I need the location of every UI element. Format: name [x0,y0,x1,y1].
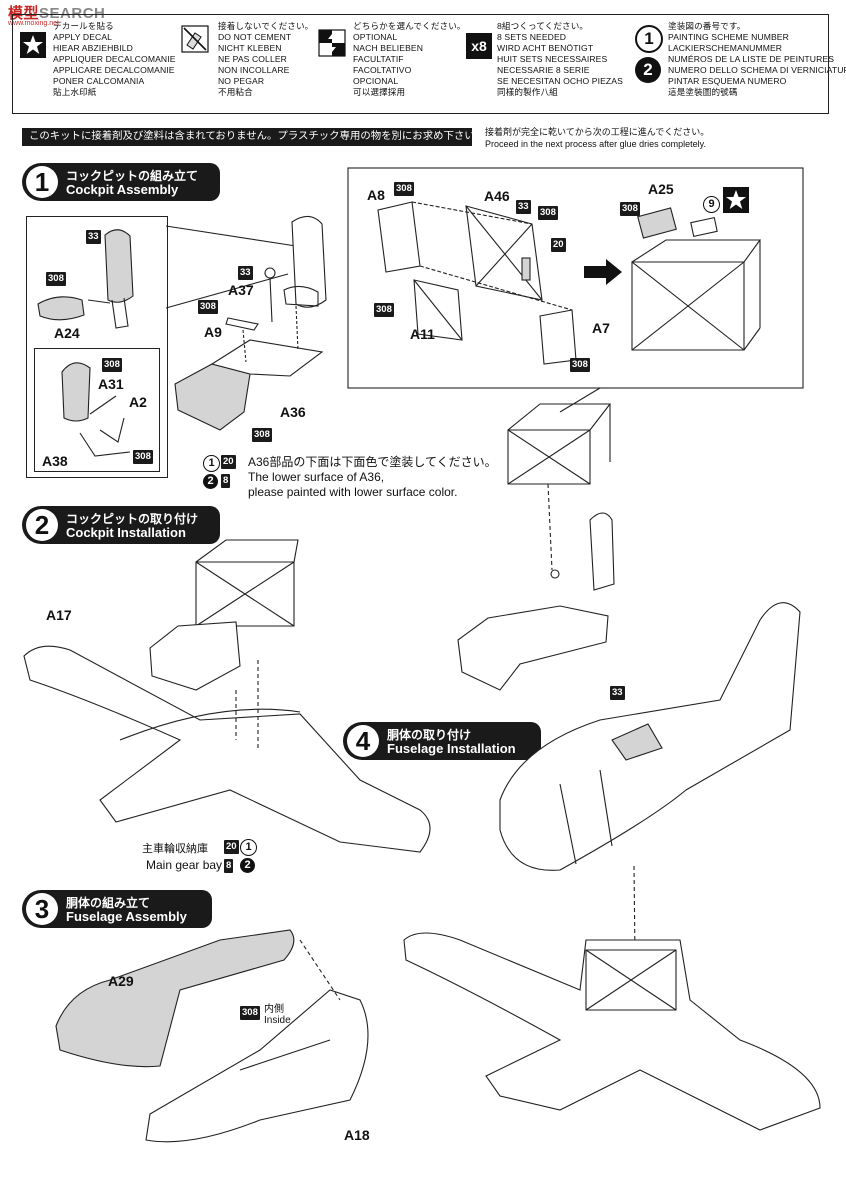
decal-number: 9 [703,196,720,213]
scheme-2-icon: 2 [240,858,255,873]
paint-tag: 308 [133,450,153,464]
part-a2: A2 [129,394,147,410]
step-1-title-en: Cockpit Assembly [66,182,179,197]
watermark-url: www.moxing.net [8,20,59,27]
watermark-logo: 模型SEARCH [8,2,105,23]
paint-tag: 8 [221,474,231,488]
completed-cockpit-drawing [457,403,615,691]
seat-drawing [37,229,134,329]
step-3-number: 3 [26,893,58,925]
paint-tag: 33 [516,200,531,214]
gear-bay-label-en: Main gear bay [146,858,223,872]
no-glue-notice: このキットに接着剤及び塗料は含まれておりません。プラスチック専用の物を別にお求め… [22,128,472,146]
part-a24: A24 [54,325,80,341]
optional-icon [318,29,346,57]
part-a9: A9 [204,324,222,340]
paint-tag: 20 [221,455,236,469]
step-1-header: 1 コックピットの組み立て Cockpit Assembly [22,163,220,201]
paint-tag: 308 [46,272,66,286]
paint-tag: 308 [198,300,218,314]
step-4-number: 4 [347,725,379,757]
paint-tag: 20 [224,840,239,854]
step-1-title-jp: コックピットの組み立て [66,169,199,183]
step-3-header: 3 胴体の組み立て Fuselage Assembly [22,890,212,928]
scheme-2-icon: 2 [203,474,218,489]
upper-assembly-drawing [403,932,821,1131]
inside-label-en: Inside [264,1015,291,1026]
cockpit-floor-drawing [174,215,327,431]
inside-label-jp: 内側 [264,1004,284,1015]
part-a25: A25 [648,181,674,197]
legend-apply-decal: デカールを貼る APPLY DECAL HIEAR ABZIEHBILD APP… [53,21,176,97]
watermark-brand-a: 模型 [8,5,40,22]
part-a18: A18 [344,1127,370,1143]
part-a8: A8 [367,187,385,203]
step-3-title-jp: 胴体の組み立て [66,896,151,910]
step-1-number: 1 [26,166,58,198]
paint-tag: 308 [252,428,272,442]
no-cement-icon [181,25,209,53]
paint-tag: 308 [394,182,414,196]
step-2-title-en: Cockpit Installation [66,525,186,540]
part-a38: A38 [42,453,68,469]
legend-optional: どちらかを選んでください。 OPTIONAL NACH BELIEBEN FAC… [353,21,466,97]
step-4-title-jp: 胴体の取り付け [387,728,472,742]
paint-tag: 308 [538,206,558,220]
scheme-1-icon: 1 [203,455,220,472]
fuselage-drawing [499,602,801,1047]
paint-tag: 308 [620,202,640,216]
paint-tag: 308 [374,303,394,317]
fuselage-halves-drawing [55,929,369,1143]
paint-tag: 308 [102,358,122,372]
part-a29: A29 [108,973,134,989]
scheme-1-icon: 1 [240,839,257,856]
legend-scheme-number: 塗装図の番号です。 PAINTING SCHEME NUMBER LACKIER… [668,21,846,97]
part-a46: A46 [484,188,510,204]
scheme-1-icon: 1 [635,25,663,53]
paint-tag: 33 [86,230,101,244]
paint-tag: 20 [551,238,566,252]
step-3-title-en: Fuselage Assembly [66,909,187,924]
gear-bay-label-jp: 主車輪収納庫 [142,843,208,855]
scheme-2-icon: 2 [635,57,661,83]
frame-parts-drawing [377,201,762,365]
part-a7: A7 [592,320,610,336]
part-a17: A17 [46,607,72,623]
paint-tag: 33 [238,266,253,280]
glue-dry-note: 接着剤が完全に乾いてから次の工程に進んでください。 Proceed in the… [485,127,710,149]
legend-sets-needed: 8組つくってください。 8 SETS NEEDED WIRD ACHT BENÖ… [497,21,623,97]
part-a11: A11 [410,326,435,342]
paint-tag: 33 [610,686,625,700]
legend-no-cement: 接着しないでください。 DO NOT CEMENT NICHT KLEBEN N… [218,21,314,97]
step-2-header: 2 コックピットの取り付け Cockpit Installation [22,506,220,544]
part-a37: A37 [228,282,254,298]
sets-badge: x8 [466,33,492,59]
a36-lower-surface-note: A36部品の下面は下面色で塗装してください。 The lower surface… [248,455,497,499]
paint-tag: 308 [570,358,590,372]
step-4-header: 4 胴体の取り付け Fuselage Installation [343,722,541,760]
decal-star-icon [723,187,749,213]
part-a31: A31 [98,376,124,392]
part-a36: A36 [280,404,306,420]
paint-tag: 8 [224,859,234,873]
symbol-legend: デカールを貼る APPLY DECAL HIEAR ABZIEHBILD APP… [12,14,846,114]
watermark-brand-b: SEARCH [39,5,106,22]
decal-star-icon [20,32,46,58]
seat-back-drawing [61,362,131,457]
next-arrow-icon [584,259,622,285]
lower-wing-drawing [23,539,431,853]
paint-tag: 308 [240,1006,260,1020]
step-4-title-en: Fuselage Installation [387,741,516,756]
step-2-title-jp: コックピットの取り付け [66,512,199,526]
step-2-number: 2 [26,509,58,541]
